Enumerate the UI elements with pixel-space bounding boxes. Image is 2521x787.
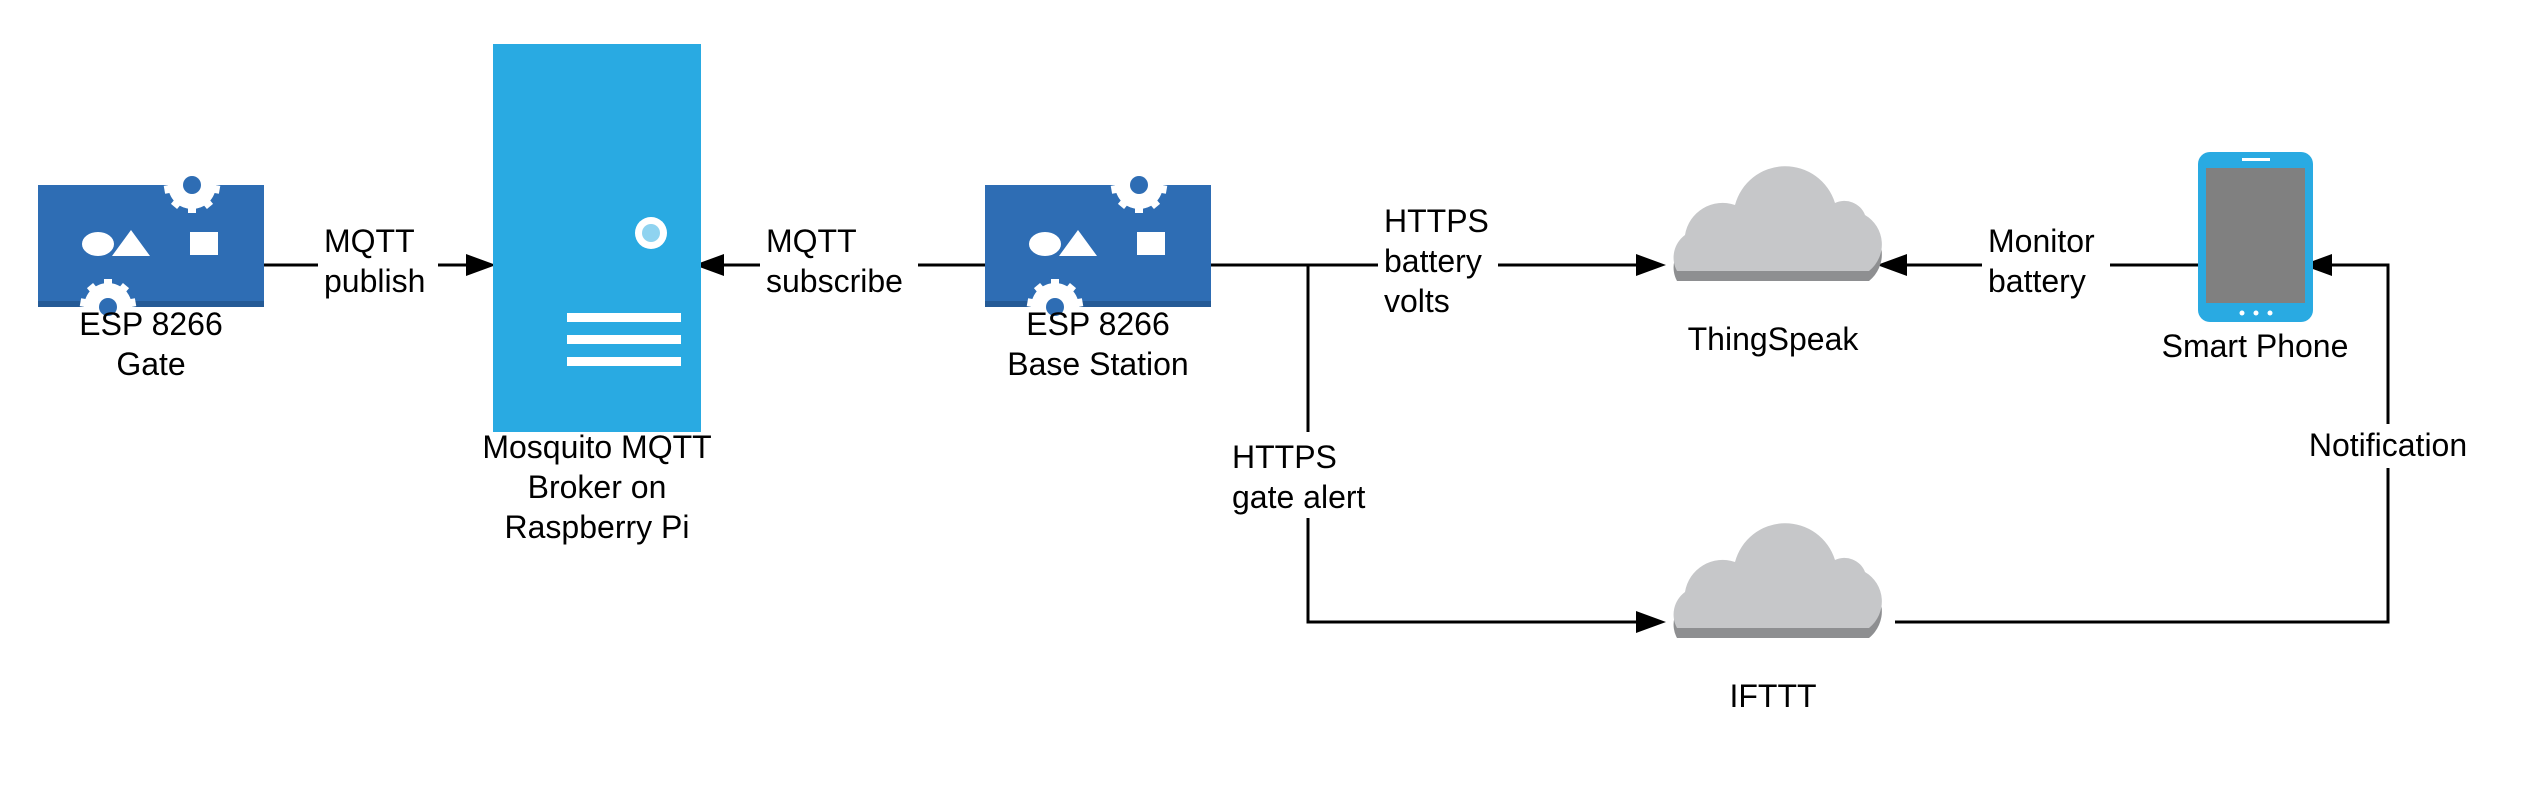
server-icon <box>493 44 701 432</box>
monitor-arrowhead <box>1877 254 1907 276</box>
base-station-label-line2: Base Station <box>1007 346 1188 382</box>
gate-alert-connector <box>1306 265 1640 624</box>
publish-label-line1: MQTT <box>324 223 415 259</box>
subscribe-label-line2: subscribe <box>766 263 903 299</box>
publish-label-line2: publish <box>324 263 425 299</box>
gate-alert-label-line1: HTTPS <box>1232 439 1337 475</box>
base-station-label-line1: ESP 8266 <box>1026 306 1170 342</box>
notification-label: Notification <box>2309 427 2467 463</box>
gate-label-line2: Gate <box>116 346 185 382</box>
ifttt-label: IFTTT <box>1729 678 1816 714</box>
monitor-label-line1: Monitor <box>1988 223 2095 259</box>
subscribe-arrowhead <box>694 254 724 276</box>
smart-phone-label: Smart Phone <box>2162 328 2349 364</box>
thingspeak-label: ThingSpeak <box>1688 321 1860 357</box>
subscribe-label-line1: MQTT <box>766 223 857 259</box>
thingspeak-cloud-icon <box>1673 166 1882 281</box>
battery-label-line2: battery <box>1384 243 1482 279</box>
ifttt-cloud-icon <box>1673 523 1882 638</box>
publish-arrowhead <box>466 254 496 276</box>
battery-label-line3: volts <box>1384 283 1450 319</box>
broker-label-line1: Mosquito MQTT <box>482 429 711 465</box>
monitor-label-line2: battery <box>1988 263 2086 299</box>
smartphone-icon <box>2198 152 2313 322</box>
battery-label-line1: HTTPS <box>1384 203 1489 239</box>
broker-label-line2: Broker on <box>528 469 667 505</box>
broker-label-line3: Raspberry Pi <box>505 509 690 545</box>
gate-alert-label-line2: gate alert <box>1232 479 1366 515</box>
gate-alert-arrowhead <box>1636 611 1666 633</box>
gate-label-line1: ESP 8266 <box>79 306 223 342</box>
notification-arrowhead <box>2302 254 2332 276</box>
battery-arrowhead <box>1636 254 1666 276</box>
